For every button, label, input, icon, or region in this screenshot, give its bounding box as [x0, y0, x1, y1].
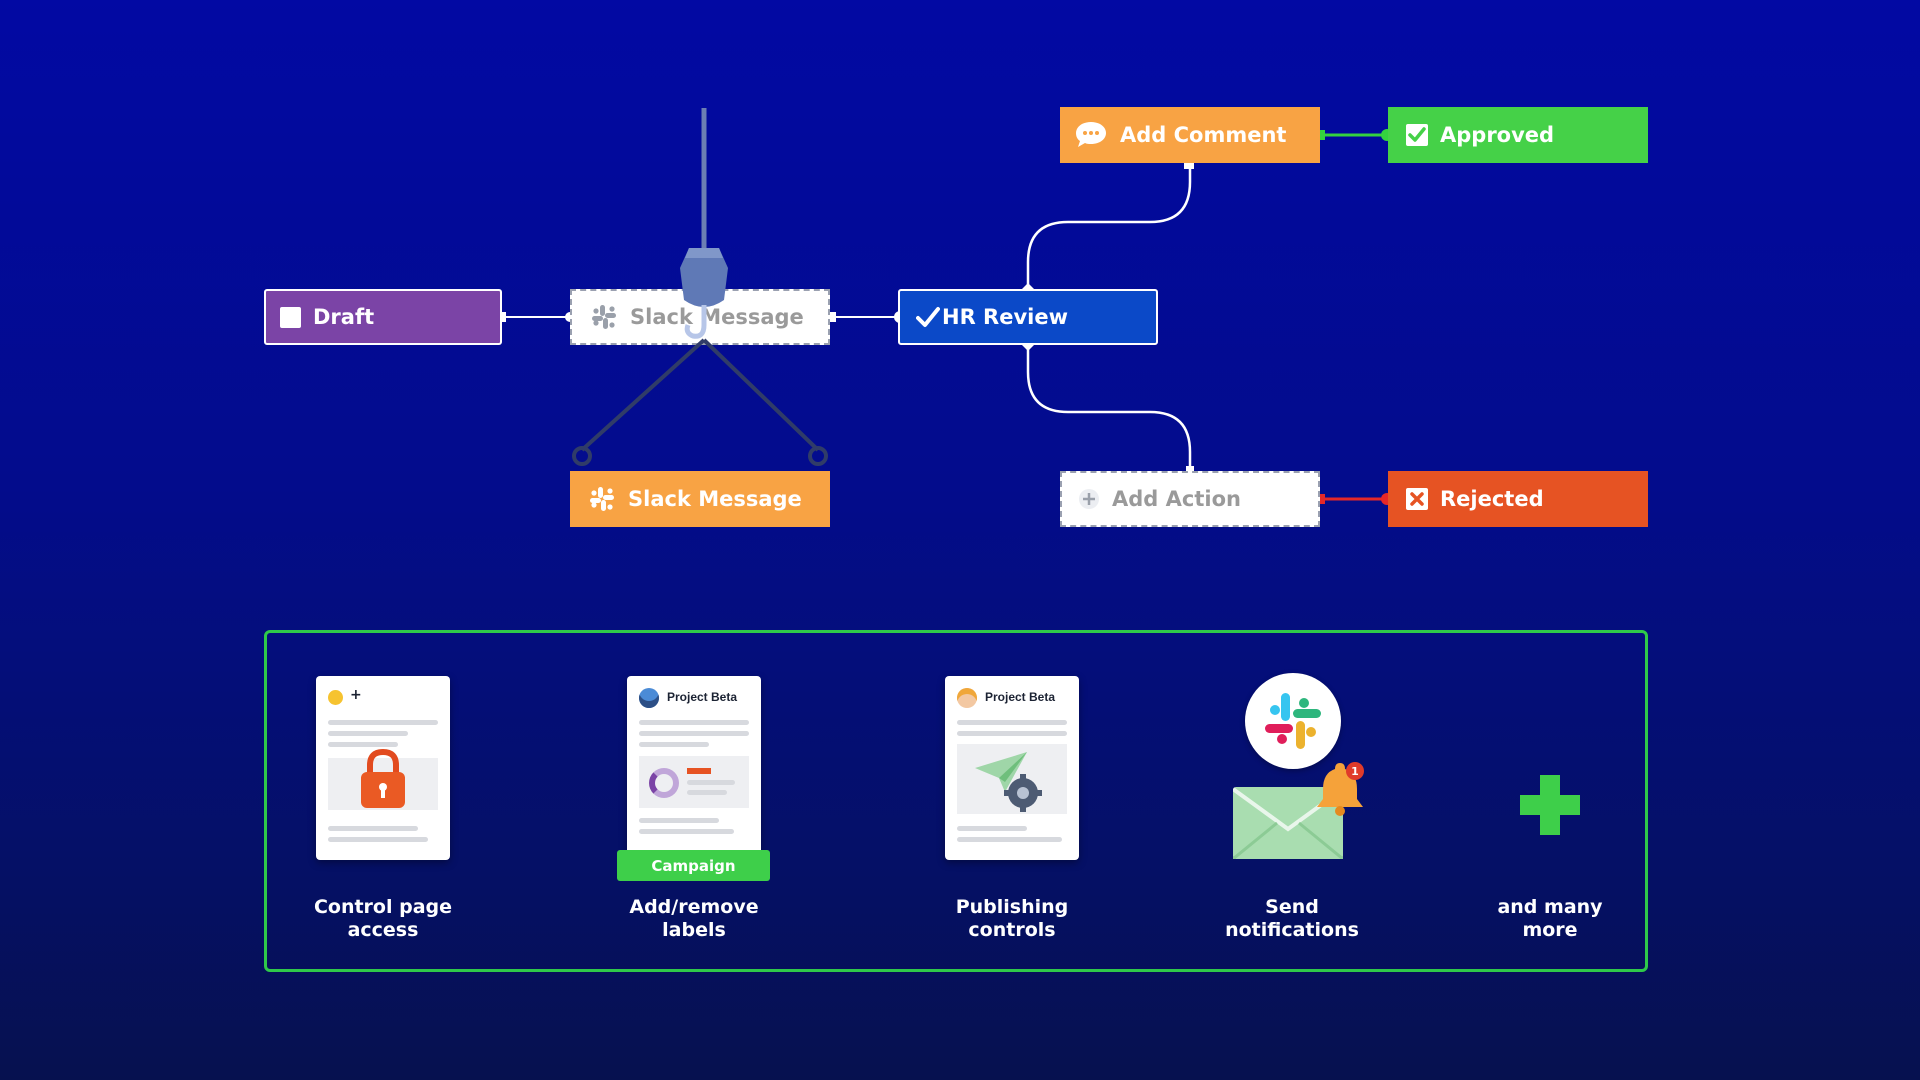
features-panel: + Control page access Project Beta Campa…	[264, 630, 1648, 972]
node-add-comment[interactable]: Add Comment	[1060, 107, 1320, 163]
comment-bubble-icon	[1074, 120, 1108, 150]
feature-label-more: and many more	[1497, 896, 1603, 941]
labeled-page-icon: Project Beta	[627, 676, 761, 860]
node-slack-message[interactable]: Slack Message	[570, 471, 830, 527]
slack-icon	[590, 303, 618, 331]
connector-hr-action	[1026, 345, 1192, 471]
plus-icon	[1520, 775, 1580, 835]
locked-page-icon: +	[316, 676, 450, 860]
checkmark-icon	[916, 306, 940, 328]
node-approved[interactable]: Approved	[1388, 107, 1648, 163]
feature-label-notifications: Send notifications	[1225, 896, 1359, 941]
crane-hook-illustration	[572, 108, 828, 466]
notification-badge-count: 1	[1351, 765, 1359, 778]
node-rejected[interactable]: Rejected	[1388, 471, 1648, 527]
node-slack-top-label: Slack Message	[630, 305, 804, 329]
feature-label-labels: Add/remove labels	[629, 896, 759, 941]
status-dot	[328, 690, 343, 705]
node-approved-label: Approved	[1440, 123, 1555, 147]
slack-icon	[588, 485, 616, 513]
node-draft-label: Draft	[313, 305, 375, 329]
node-add-comment-label: Add Comment	[1120, 123, 1287, 147]
donut-chart-icon	[649, 768, 679, 798]
avatar	[957, 688, 977, 708]
checkbox-checked-icon	[1406, 124, 1428, 146]
node-draft[interactable]: Draft	[264, 289, 502, 345]
doc-title: Project Beta	[985, 690, 1056, 704]
feature-label-publishing: Publishing controls	[955, 896, 1069, 941]
checkbox-empty-icon	[280, 306, 301, 328]
node-add-action-label: Add Action	[1112, 487, 1241, 511]
node-hr-review[interactable]: HR Review	[898, 289, 1158, 345]
slack-mail-notification-icon: 1	[1233, 673, 1373, 863]
node-add-action-placeholder[interactable]: Add Action	[1060, 471, 1320, 527]
node-slack-bottom-label: Slack Message	[628, 487, 802, 511]
connector-hr-comment	[1026, 164, 1192, 289]
paper-plane-gear-icon	[975, 752, 1042, 812]
doc-title: Project Beta	[667, 690, 738, 704]
campaign-tag: Campaign	[617, 850, 770, 881]
node-hr-review-label: HR Review	[942, 305, 1068, 329]
slack-logo-icon	[1245, 673, 1341, 769]
plus-circle-icon	[1078, 488, 1100, 510]
avatar	[639, 688, 659, 708]
add-icon: +	[350, 687, 362, 703]
checkbox-x-icon	[1406, 488, 1428, 510]
bell-icon: 1	[1317, 762, 1364, 816]
feature-label-page-access: Control page access	[313, 896, 453, 941]
publish-page-icon: Project Beta	[945, 676, 1079, 860]
node-rejected-label: Rejected	[1440, 487, 1544, 511]
padlock-icon	[361, 748, 405, 808]
